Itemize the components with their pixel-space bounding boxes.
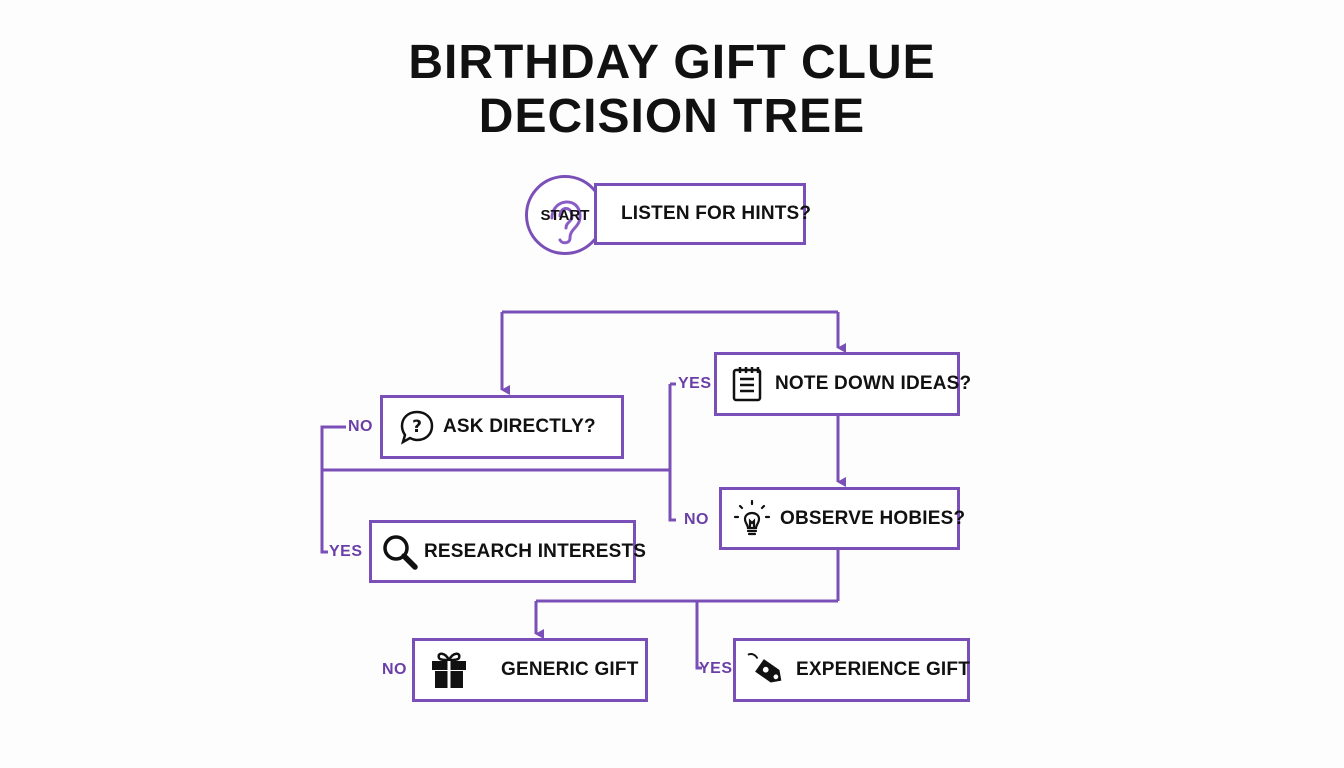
branch-label-research-yes: YES — [329, 543, 363, 560]
start-node[interactable]: START — [525, 175, 605, 255]
generic-gift-node[interactable]: GENERIC GIFT — [412, 638, 648, 702]
connector-mid-vertical — [668, 384, 676, 522]
experience-gift-label: EXPERIENCE GIFT — [796, 659, 971, 680]
listen-for-hints-label: LISTEN FOR HINTS? — [621, 203, 812, 224]
note-down-ideas-label: NOTE DOWN IDEAS? — [775, 373, 972, 394]
ear-icon — [550, 200, 582, 245]
svg-text:?: ? — [412, 417, 422, 437]
title-line-1: BIRTHDAY GIFT CLUE — [408, 36, 936, 89]
research-interests-label: RESEARCH INTERESTS — [424, 540, 647, 562]
listen-for-hints-node[interactable]: LISTEN FOR HINTS? — [594, 183, 811, 245]
experience-gift-node[interactable]: EXPERIENCE GIFT — [733, 638, 970, 702]
title-line-2: DECISION TREE — [478, 90, 866, 143]
branch-label-generic-no: NO — [382, 661, 407, 678]
ask-directly-label: ASK DIRECTLY? — [443, 416, 596, 437]
note-down-ideas-node[interactable]: NOTE DOWN IDEAS? — [714, 352, 971, 416]
branch-label-ask-no: NO — [348, 418, 373, 435]
observe-hobies-node[interactable]: OBSERVE HOBIES? — [719, 487, 965, 550]
question-bubble-icon: ? — [397, 407, 437, 447]
branch-label-observe-no: NO — [684, 511, 709, 528]
ask-directly-node[interactable]: ? ASK DIRECTLY? — [380, 395, 624, 459]
connector-left-vertical — [320, 425, 346, 554]
magnifier-icon — [380, 532, 420, 572]
observe-hobies-label: OBSERVE HOBIES? — [780, 507, 966, 529]
notepad-icon — [727, 364, 767, 404]
start-label: START — [540, 206, 590, 224]
branch-label-note-yes: YES — [678, 375, 712, 392]
tag-icon — [746, 650, 786, 690]
research-interests-node[interactable]: RESEARCH INTERESTS — [369, 520, 646, 583]
lightbulb-icon — [732, 499, 772, 539]
generic-gift-label: GENERIC GIFT — [501, 659, 639, 680]
connector-to-experience — [695, 601, 702, 670]
branch-label-experience-yes: YES — [699, 660, 733, 677]
gift-icon — [429, 650, 469, 690]
